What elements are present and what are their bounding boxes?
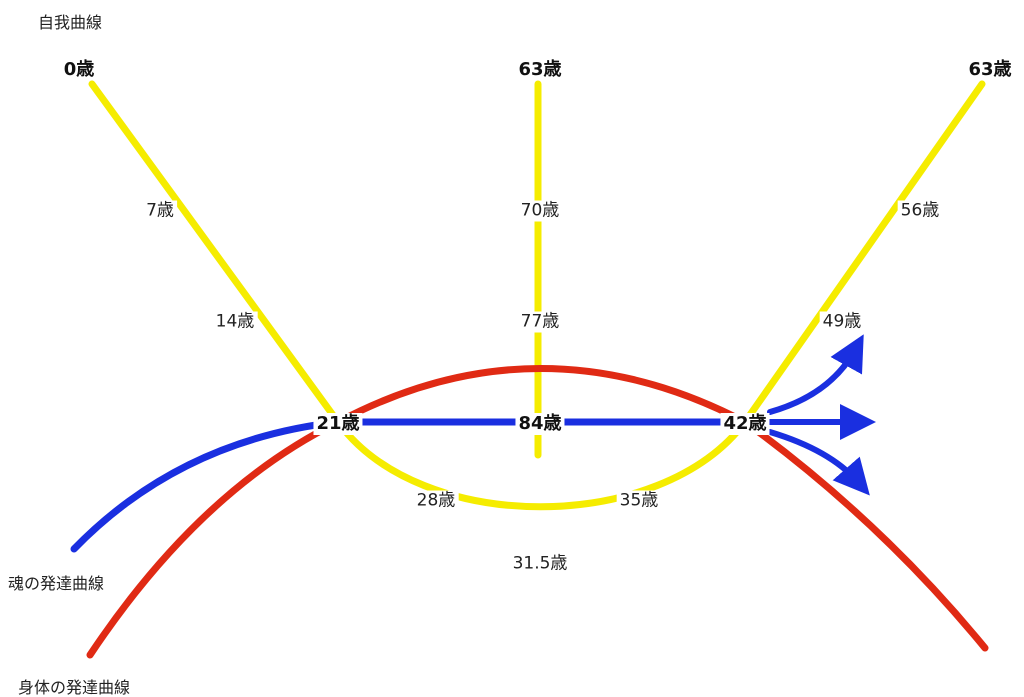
age-label-0: 0歳 [63,59,95,80]
body-curve [86,365,989,659]
soul-line-left [70,418,342,553]
ego-line-0-to-21 [88,80,342,426]
age-label-28: 28歳 [413,490,459,512]
soul-arrow-down [767,429,870,496]
body-arc-top [334,365,749,426]
ego-line-42-to-63 [741,80,986,426]
ego-curve [88,80,986,511]
age-label-7: 7歳 [143,200,177,222]
age-label-49: 49歳 [819,311,865,333]
body-curve-label: 身体の発達曲線 [18,678,131,697]
soul-arrow-up [767,334,864,415]
age-label-84: 84歳 [515,413,565,435]
body-line-right [741,418,989,652]
age-label-42: 42歳 [720,413,770,435]
soul-curve [70,334,876,553]
age-label-63-center: 63歳 [518,59,562,80]
page-title: 自我曲線 [38,13,103,32]
age-label-35: 35歳 [616,490,662,512]
soul-curve-label: 魂の発達曲線 [8,574,105,593]
ego-arc-21-to-42 [334,418,749,511]
age-label-63-right: 63歳 [968,59,1012,80]
age-label-77: 77歳 [517,311,563,333]
age-label-56: 56歳 [897,200,943,222]
age-label-31-5: 31.5歳 [512,553,568,574]
age-label-14: 14歳 [212,311,258,333]
age-label-21: 21歳 [313,413,363,435]
age-label-70: 70歳 [517,200,563,222]
body-line-left [86,418,342,659]
